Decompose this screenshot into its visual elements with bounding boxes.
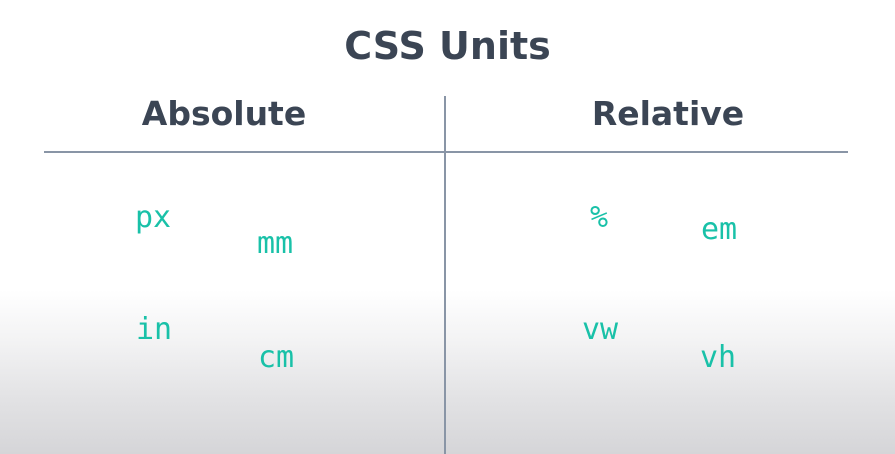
absolute-column-heading: Absolute xyxy=(141,94,307,133)
unit-px: px xyxy=(135,200,172,235)
slide-title: CSS Units xyxy=(344,24,551,68)
unit-cm: cm xyxy=(258,340,295,375)
unit-percent: % xyxy=(590,200,609,235)
unit-mm: mm xyxy=(257,226,294,261)
unit-vh: vh xyxy=(700,340,737,375)
relative-column-heading: Relative xyxy=(591,94,745,133)
unit-vw: vw xyxy=(582,312,619,347)
vertical-divider xyxy=(444,96,446,454)
unit-in: in xyxy=(136,312,173,347)
unit-em: em xyxy=(701,212,738,247)
horizontal-divider xyxy=(44,151,848,153)
